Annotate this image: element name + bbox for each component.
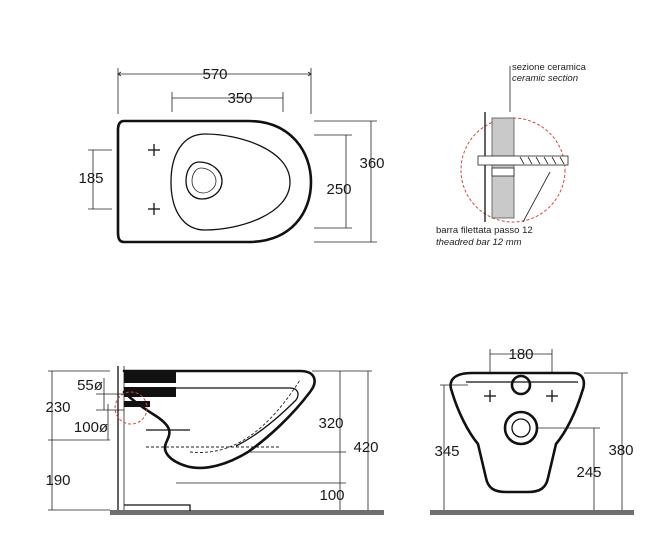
dim-fixing-centers: 180	[508, 346, 533, 363]
front-floor	[430, 510, 634, 515]
side-bowl-outline	[122, 369, 316, 470]
top-view: 570 350 185 250 360	[78, 66, 385, 244]
dim-bottom-offset: 100	[319, 487, 344, 504]
dim-outlet-diameter: 100ø	[74, 419, 108, 436]
dim-rim-drop: 320	[318, 415, 343, 432]
dim-outlet-height: 190	[45, 472, 70, 489]
front-view: 180 345 380 245	[430, 346, 634, 515]
dim-left-height: 345	[434, 443, 459, 460]
top-bowl-opening	[170, 133, 291, 231]
dim-outlet-height-front: 245	[576, 464, 601, 481]
front-bowl-outline	[449, 371, 586, 494]
detail-bar-label-it: barra filettata passo 12	[436, 225, 533, 236]
front-fixing-hole-right	[546, 390, 558, 402]
detail-section-label-en: ceramic section	[512, 73, 578, 84]
side-floor	[110, 510, 384, 515]
dim-fixing-spacing: 350	[227, 90, 252, 107]
front-fixing-hole-left	[484, 390, 496, 402]
dim-overall-length: 570	[202, 66, 227, 83]
side-view: 55ø 230 100ø 190 320 420 100	[45, 366, 384, 515]
dim-inlet-diameter: 55ø	[77, 377, 103, 394]
detail-circle	[460, 117, 566, 223]
dim-overall-height: 420	[353, 439, 378, 456]
top-drain-outline	[185, 161, 223, 200]
fixing-detail: sezione ceramica ceramic section barra f…	[436, 62, 587, 248]
detail-bar-label-en: theadred bar 12 mm	[436, 237, 522, 248]
dim-fix-height: 230	[45, 399, 70, 416]
front-outlet-circle	[503, 410, 539, 446]
side-detail-circle	[114, 391, 148, 425]
top-fixing-hole-upper	[148, 144, 160, 156]
dim-inner-width: 250	[326, 181, 351, 198]
dim-overall-width: 360	[359, 155, 384, 172]
top-fixing-hole-lower	[148, 203, 160, 215]
front-inlet-circle	[510, 374, 532, 396]
detail-section-label-it: sezione ceramica	[512, 62, 587, 73]
top-bowl-outline	[116, 119, 313, 244]
dim-side-fixing: 185	[78, 170, 103, 187]
dim-overall-height-front: 380	[608, 442, 633, 459]
